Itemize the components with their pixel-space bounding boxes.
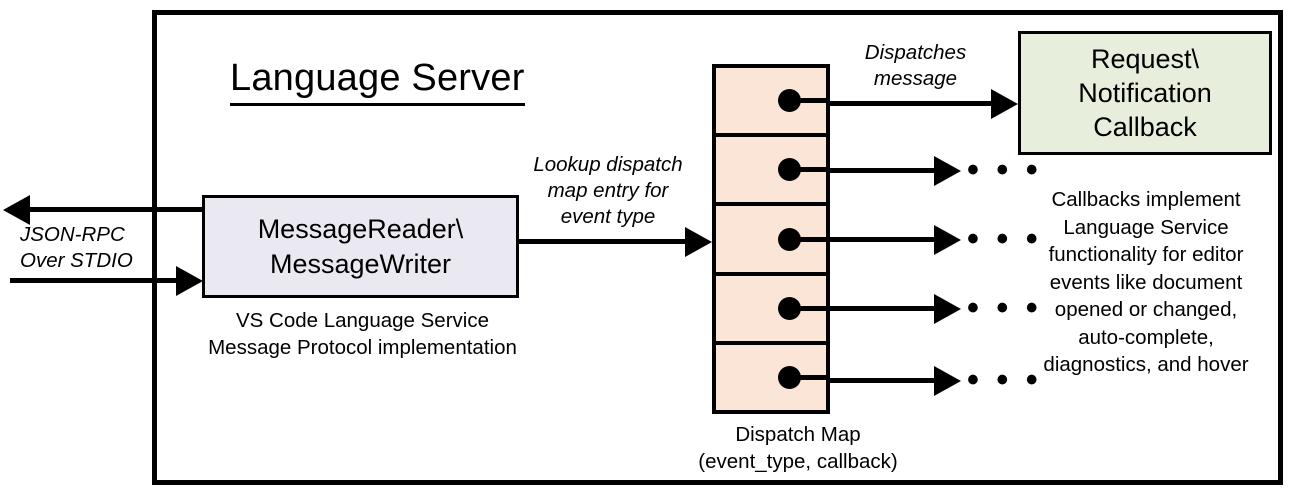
dispatch-arrow-line-1: [828, 101, 993, 106]
callback-pointer-dot: [778, 227, 801, 251]
callback-pointer-stub: [796, 305, 830, 311]
dispatch-arrow-head-5: [934, 365, 961, 396]
dispatch-map-row[interactable]: [716, 68, 830, 138]
callback-pointer-stub: [796, 167, 830, 173]
dispatch-map-table[interactable]: [712, 64, 830, 414]
edge-label-lookup-dispatch: Lookup dispatch map entry for event type: [533, 153, 683, 228]
dispatch-arrow-head-1: [991, 88, 1018, 119]
jsonrpc-outgoing-line: [28, 207, 216, 212]
dispatch-map-row[interactable]: [716, 206, 830, 276]
request-notification-callback-box[interactable]: Request\ Notification Callback: [1018, 31, 1272, 155]
language-server-boundary: [152, 10, 1283, 485]
dispatch-ellipsis-2: • • •: [967, 151, 1042, 189]
lookup-dispatch-arrowhead: [685, 226, 712, 257]
edge-label-dispatches-message: Dispatches message: [864, 41, 967, 90]
callback-pointer-stub: [796, 98, 830, 104]
jsonrpc-incoming-arrowhead: [176, 265, 203, 296]
dispatch-map-caption: Dispatch Map (event_type, callback): [698, 423, 898, 473]
jsonrpc-incoming-line: [10, 278, 180, 283]
dispatch-arrow-head-3: [934, 224, 961, 255]
dispatch-map-row[interactable]: [716, 344, 830, 411]
message-reader-writer-box[interactable]: MessageReader\ MessageWriter: [202, 195, 519, 298]
dispatch-arrow-head-4: [934, 293, 961, 324]
callback-pointer-dot: [778, 158, 801, 182]
callback-pointer-stub: [796, 236, 830, 242]
dispatch-arrow-line-4: [828, 306, 938, 311]
callback-pointer-stub: [796, 374, 830, 380]
dispatch-arrow-line-5: [828, 378, 938, 383]
message-reader-writer-label: MessageReader\ MessageWriter: [257, 213, 464, 279]
dispatch-arrow-line-3: [828, 237, 938, 242]
lookup-dispatch-line: [517, 239, 687, 244]
callback-pointer-dot: [778, 365, 801, 389]
dispatch-arrow-head-2: [934, 155, 961, 186]
jsonrpc-outgoing-arrowhead: [3, 194, 30, 225]
message-reader-writer-caption: VS Code Language Service Message Protoco…: [208, 309, 517, 359]
edge-label-json-rpc: JSON-RPC Over STDIO: [20, 223, 133, 272]
callback-pointer-dot: [778, 296, 801, 320]
request-notification-callback-caption: Callbacks implement Language Service fun…: [1043, 188, 1249, 376]
dispatch-map-row[interactable]: [716, 275, 830, 345]
page-title: Language Server: [230, 54, 525, 106]
callback-pointer-dot: [778, 89, 801, 113]
request-notification-callback-label: Request\ Notification Callback: [1078, 44, 1212, 142]
dispatch-map-row[interactable]: [716, 137, 830, 207]
dispatch-arrow-line-2: [828, 168, 938, 173]
